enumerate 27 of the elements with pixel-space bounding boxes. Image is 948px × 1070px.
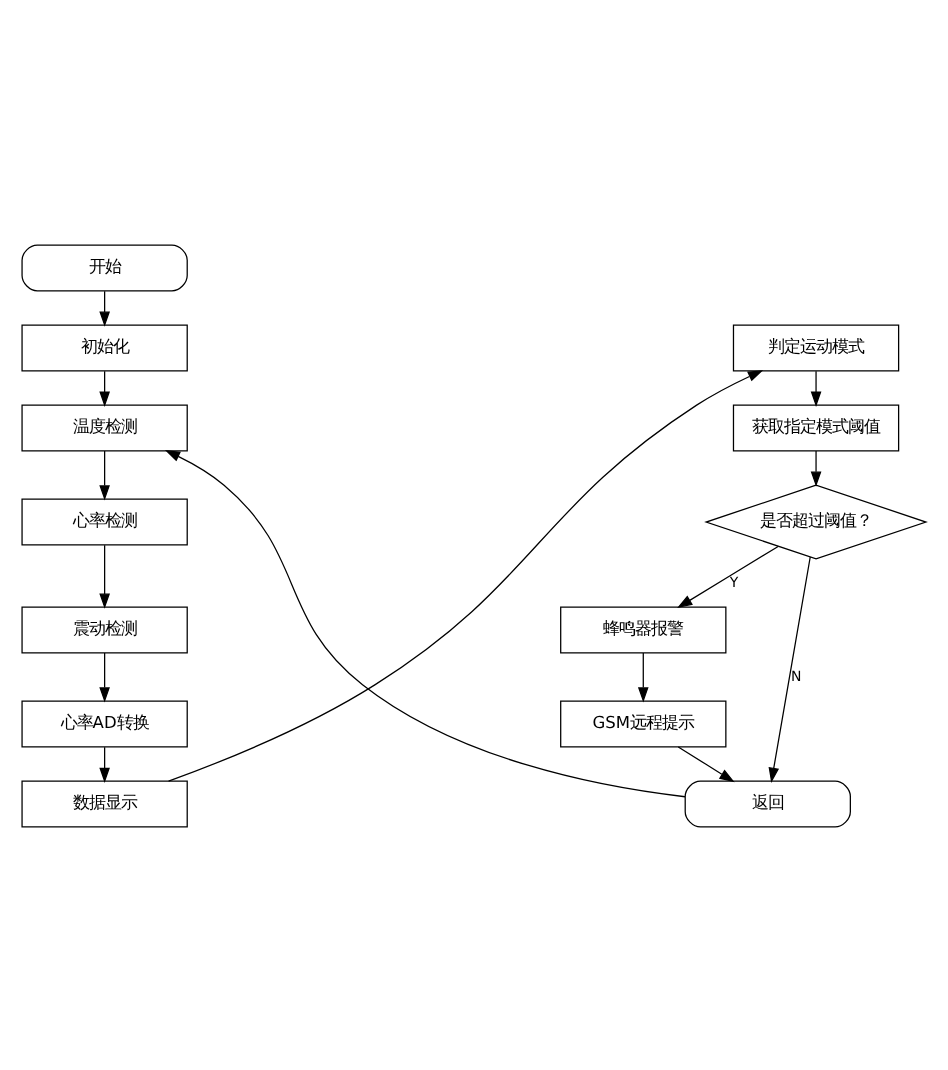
arrow [99,651,110,702]
arrow [768,555,811,782]
arrow [810,369,822,406]
node-box: 返回 [684,779,851,827]
arrow [164,449,686,797]
arrow [99,289,110,326]
node-box: 开始 [21,243,188,291]
arrow [677,745,735,782]
arrow [677,544,779,608]
node-box: 判定运动模式 [732,323,900,371]
node-box: GSM远程提示 [560,699,727,747]
arrow [167,369,764,781]
arrow [99,543,110,608]
arrow [99,369,110,406]
arrow [810,449,822,486]
node-box: 震动检测 [21,605,188,653]
node-box: 数据显示 [21,779,188,827]
node-box: 温度检测 [21,403,188,451]
node-box: 蜂鸣器报警 [560,605,727,653]
node-box: 获取指定模式阈值 [732,403,900,451]
arrow [637,651,649,702]
node-box: 心率检测 [21,497,188,545]
arrow [99,449,110,500]
node-box: 初始化 [21,323,188,371]
arrow [99,745,110,782]
node-diamond: 是否超过阈值？ [704,483,928,559]
node-box: 心率AD转换 [21,699,188,747]
